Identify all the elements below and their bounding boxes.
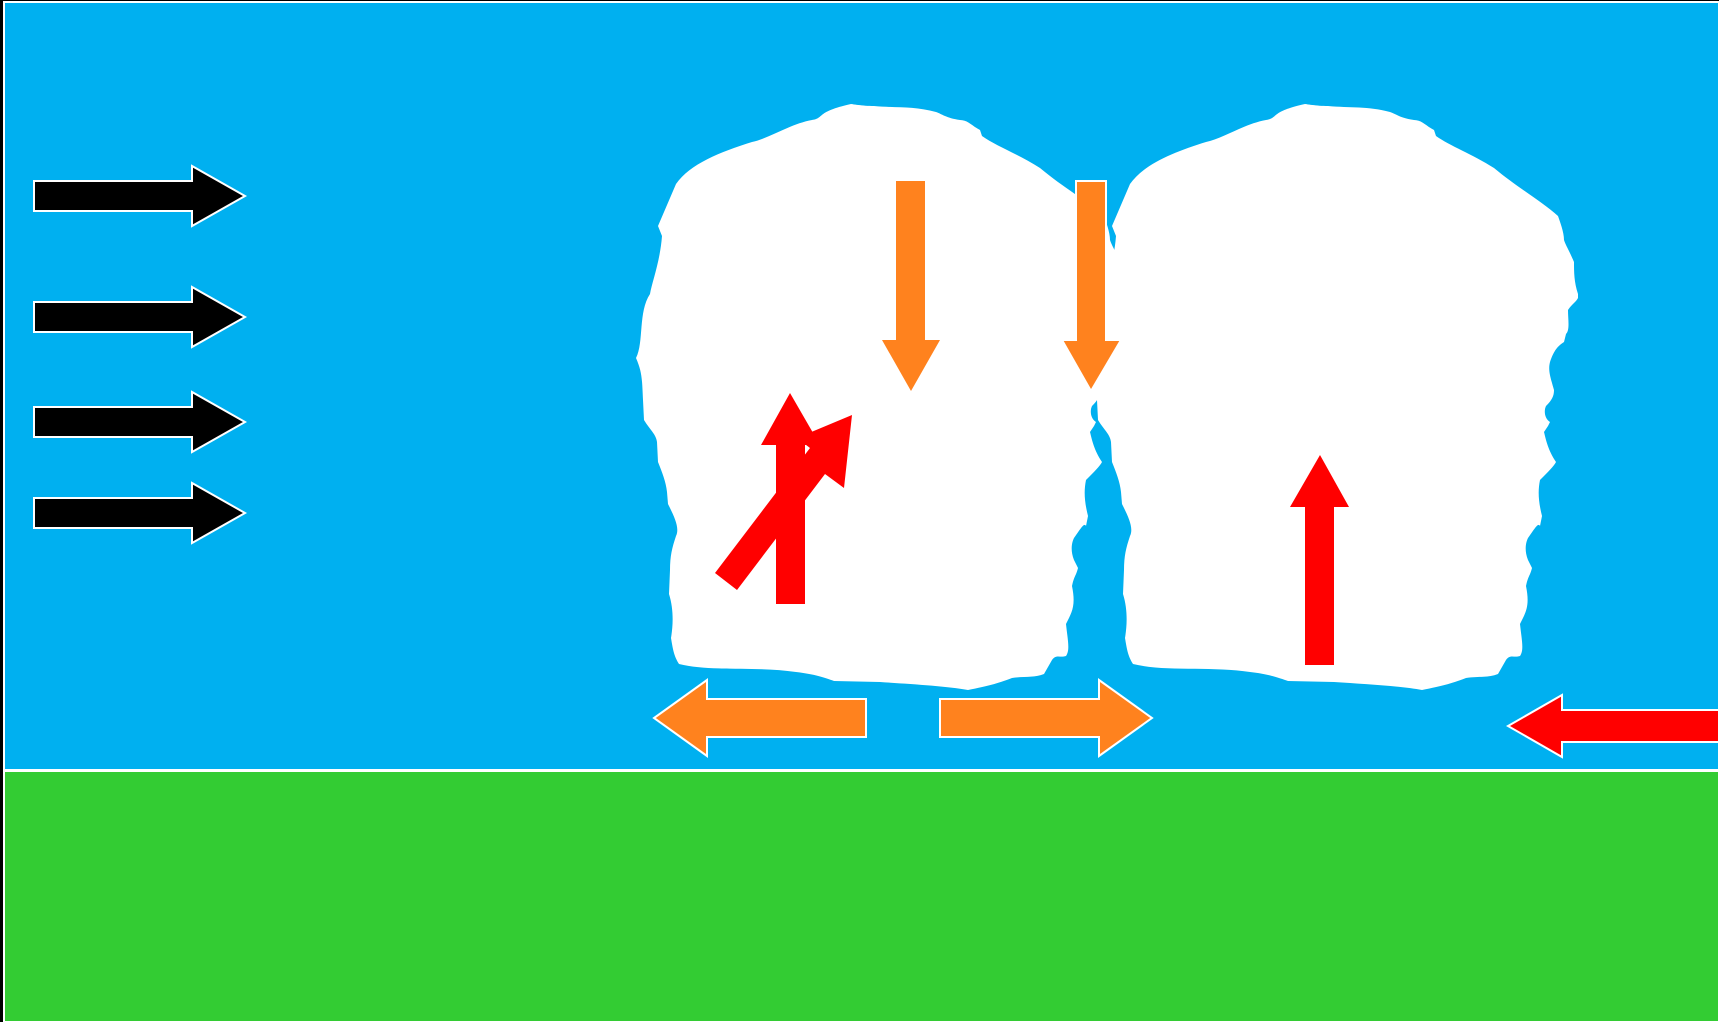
cumulus-cloud-left <box>636 104 1124 690</box>
wind-arrow <box>33 164 248 228</box>
wind-arrow <box>33 390 248 454</box>
updraft-arrows <box>715 393 1349 665</box>
downdraft-arrow <box>1060 180 1123 393</box>
wind-arrow <box>33 285 248 349</box>
downdraft-arrows <box>882 180 1123 393</box>
updraft-arrow-diagonal <box>715 415 852 590</box>
outflow-arrow-right <box>939 678 1154 758</box>
cumulus-cloud-right <box>1090 104 1578 690</box>
outflow-arrows <box>652 678 1154 758</box>
inflow-arrow <box>1505 693 1719 759</box>
wind-arrows <box>33 164 248 545</box>
outflow-arrow-left <box>652 678 867 758</box>
downdraft-arrow <box>882 181 940 391</box>
updraft-arrow-vertical-right <box>1290 455 1349 665</box>
ground-region <box>3 770 1719 1022</box>
wind-arrow <box>33 481 248 545</box>
